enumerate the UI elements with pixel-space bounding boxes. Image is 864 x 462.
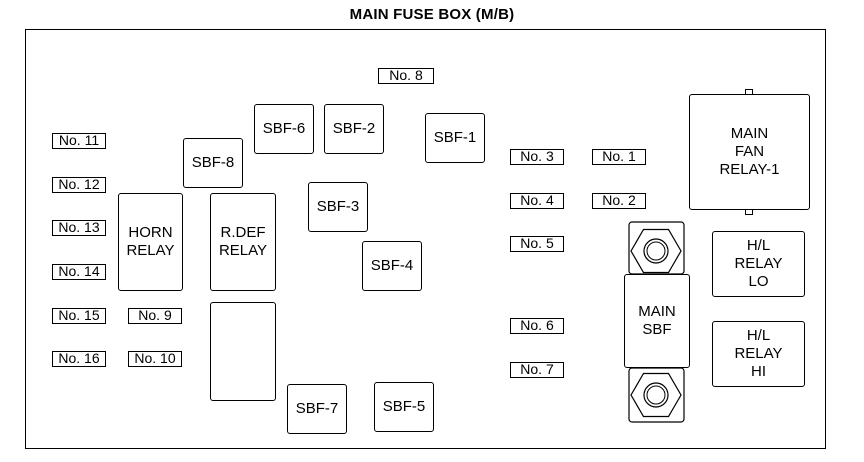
rdef-relay: R.DEF RELAY	[210, 193, 276, 291]
fuse-no-8: No. 8	[378, 68, 434, 84]
main-sbf: MAIN SBF	[624, 274, 690, 368]
fuse-no-14: No. 14	[52, 264, 106, 280]
fuse-no-15: No. 15	[52, 308, 106, 324]
fuse-no-1: No. 1	[592, 149, 646, 165]
fuse-no-2: No. 2	[592, 193, 646, 209]
sbf-3: SBF-3	[308, 182, 368, 232]
sbf-1: SBF-1	[425, 113, 485, 163]
sbf-5: SBF-5	[374, 382, 434, 432]
fuse-no-3: No. 3	[510, 149, 564, 165]
fuse-no-11: No. 11	[52, 133, 106, 149]
main-fan-relay-1: MAIN FAN RELAY-1	[689, 94, 810, 210]
fuse-no-5: No. 5	[510, 236, 564, 252]
fuse-no-7: No. 7	[510, 362, 564, 378]
empty-relay-slot	[210, 302, 276, 401]
relay-tab-bottom	[745, 209, 753, 215]
horn-relay: HORN RELAY	[118, 193, 183, 291]
hl-relay-hi: H/L RELAY HI	[712, 321, 805, 387]
diagram-title: MAIN FUSE BOX (M/B)	[349, 6, 515, 23]
fuse-no-9: No. 9	[128, 308, 182, 324]
sbf-2: SBF-2	[324, 104, 384, 154]
sbf-6: SBF-6	[254, 104, 314, 154]
sbf-4: SBF-4	[362, 241, 422, 291]
sbf-7: SBF-7	[287, 384, 347, 434]
hl-relay-lo: H/L RELAY LO	[712, 231, 805, 297]
sbf-8: SBF-8	[183, 138, 243, 188]
fuse-no-4: No. 4	[510, 193, 564, 209]
fuse-no-16: No. 16	[52, 351, 106, 367]
fuse-box-outline	[25, 29, 826, 449]
fuse-no-13: No. 13	[52, 220, 106, 236]
fuse-no-10: No. 10	[128, 351, 182, 367]
fuse-no-6: No. 6	[510, 318, 564, 334]
fuse-no-12: No. 12	[52, 177, 106, 193]
